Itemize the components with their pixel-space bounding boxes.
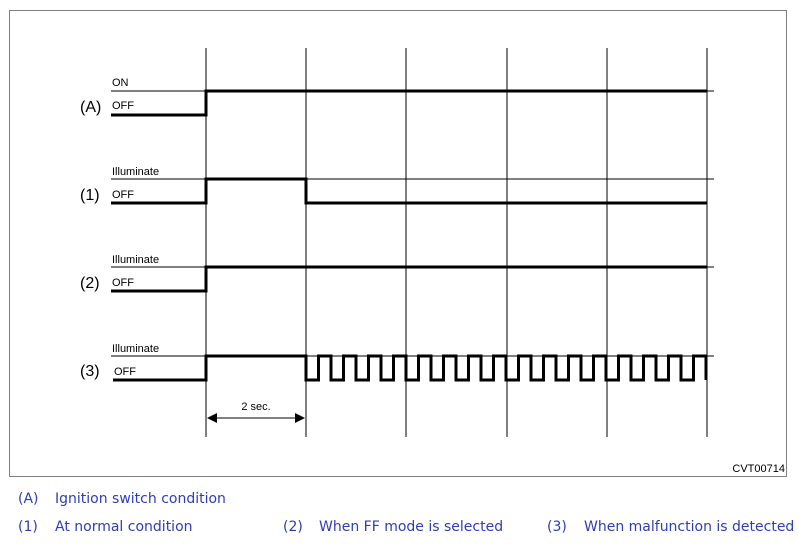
interval-arrow-left-head: [207, 413, 217, 423]
figure-code: CVT00714: [732, 463, 785, 475]
signal-2-waveform: [111, 265, 707, 293]
signal-3-waveform: [113, 354, 708, 382]
high-label-3: Illuminate: [112, 343, 159, 355]
legend-code-1: (1): [18, 519, 38, 535]
interval-arrow: [207, 413, 305, 423]
signal-1-waveform: [111, 177, 707, 205]
high-label-1: Illuminate: [112, 166, 159, 178]
high-label-2: Illuminate: [112, 254, 159, 266]
legend-code-A: (A): [18, 491, 39, 507]
high-label-A: ON: [112, 77, 129, 89]
reference-lines: [111, 90, 714, 357]
legend-item-A: (A) Ignition switch condition: [18, 491, 226, 507]
legend-code-3: (3): [547, 519, 567, 535]
legend-text-A: Ignition switch condition: [55, 491, 226, 507]
legend-text-2: When FF mode is selected: [319, 519, 504, 535]
signal-A-waveform: [111, 89, 707, 117]
interval-arrow-right-head: [295, 413, 305, 423]
diagram-frame: [9, 10, 787, 477]
row-label-3: (3): [80, 363, 100, 380]
legend-text-3: When malfunction is detected: [584, 519, 795, 535]
legend-text-1: At normal condition: [55, 519, 193, 535]
row-label-2: (2): [80, 275, 100, 292]
legend-item-3: (3) When malfunction is detected: [547, 519, 794, 535]
row-label-1: (1): [80, 187, 100, 204]
low-label-1: OFF: [112, 189, 134, 201]
interval-label: 2 sec.: [241, 401, 270, 413]
legend-item-2: (2) When FF mode is selected: [283, 519, 503, 535]
legend-item-1: (1) At normal condition: [18, 519, 193, 535]
low-label-3: OFF: [114, 366, 136, 378]
low-label-A: OFF: [112, 100, 134, 112]
legend-code-2: (2): [283, 519, 303, 535]
low-label-2: OFF: [112, 277, 134, 289]
row-label-A: (A): [80, 99, 101, 116]
